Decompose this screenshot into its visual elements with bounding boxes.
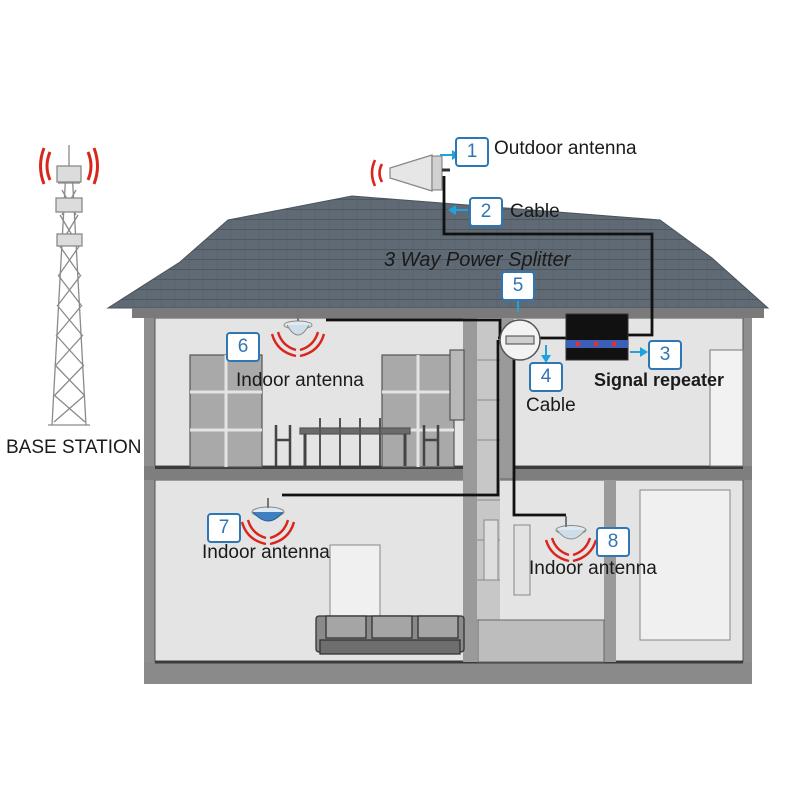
sofa: [316, 616, 464, 654]
base-station-tower: [48, 145, 90, 425]
diagram-title: 3 Way Power Splitter: [384, 249, 570, 272]
callout-2-number: 2: [469, 197, 503, 227]
callout-3-number: 3: [648, 340, 682, 370]
callout-7-number: 7: [207, 513, 241, 543]
callout-4-number: 4: [529, 362, 563, 392]
callout-1-number: 1: [455, 137, 489, 167]
callout-7-label: Indoor antenna: [202, 542, 330, 564]
outdoor-antenna: [390, 155, 450, 191]
outdoor-antenna-signal-icon: [372, 160, 382, 186]
signal-repeater: [566, 314, 628, 360]
callout-8-number: 8: [596, 527, 630, 557]
callout-4-label: Cable: [526, 395, 576, 417]
callout-5-number: 5: [501, 271, 535, 301]
base-station-label: BASE STATION: [6, 437, 142, 459]
callout-1-label: Outdoor antenna: [494, 138, 637, 160]
callout-6-label: Indoor antenna: [236, 370, 364, 392]
callout-3-label: Signal repeater: [594, 370, 724, 391]
callout-2-label: Cable: [510, 201, 560, 223]
power-splitter: [500, 320, 540, 360]
callout-8-label: Indoor antenna: [529, 558, 657, 580]
callout-6-number: 6: [226, 332, 260, 362]
